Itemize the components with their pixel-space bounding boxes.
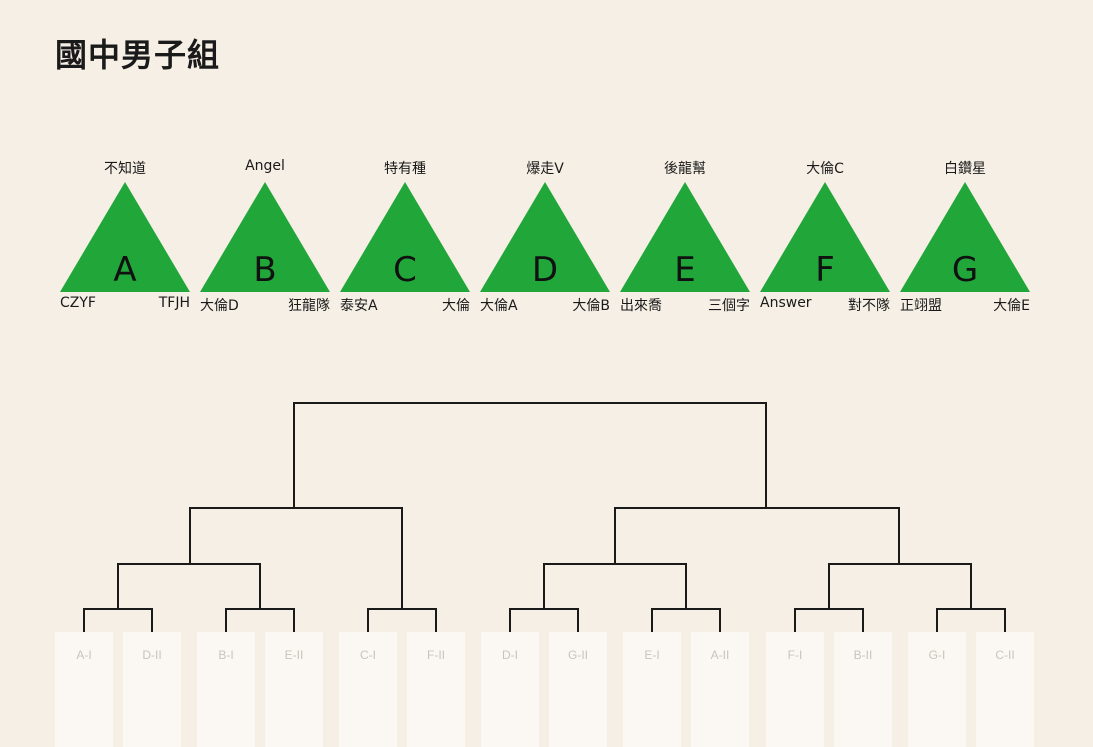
group-letter: E — [674, 250, 696, 290]
bracket-slot: A-I — [55, 632, 113, 747]
bracket-semi-left — [189, 507, 403, 608]
group-bottom-left-team: CZYF — [60, 295, 96, 311]
group-letter: G — [951, 250, 979, 290]
bracket-slot: C-II — [976, 632, 1034, 747]
bracket-slot: G-I — [908, 632, 966, 747]
group-c: 特有種 C 泰安A 大倫 — [340, 158, 480, 318]
group-letter: A — [113, 250, 137, 290]
bracket-quarter-3 — [828, 563, 972, 609]
group-triangle — [760, 182, 890, 292]
group-top-team: 後龍幫 — [664, 161, 706, 177]
group-bottom-right-team: 大倫B — [572, 298, 610, 314]
group-bottom-left-team: 正翊盟 — [900, 298, 942, 314]
bracket-match-1 — [83, 608, 153, 632]
bracket-slot: F-II — [407, 632, 465, 747]
bracket-slot: G-II — [549, 632, 607, 747]
group-top-team: 不知道 — [104, 161, 146, 177]
group-triangle — [620, 182, 750, 292]
group-bottom-right-team: 對不隊 — [848, 298, 890, 314]
bracket-slot: B-II — [834, 632, 892, 747]
bracket-final — [293, 402, 767, 508]
group-bottom-right-team: 三個字 — [708, 298, 750, 314]
group-triangle — [480, 182, 610, 292]
group-bottom-right-team: 大倫 — [442, 298, 470, 314]
group-letter: D — [531, 250, 559, 290]
group-triangle — [900, 182, 1030, 292]
group-bottom-left-team: 泰安A — [340, 298, 378, 314]
bracket-slot: B-I — [197, 632, 255, 747]
bracket-semi-right — [614, 507, 900, 564]
group-top-team: Angel — [245, 158, 285, 174]
group-top-team: 爆走V — [526, 161, 564, 177]
group-bottom-right-team: TFJH — [158, 295, 190, 311]
group-triangle — [200, 182, 330, 292]
bracket-slot: E-I — [623, 632, 681, 747]
group-e: 後龍幫 E 出來喬 三個字 — [620, 158, 760, 318]
bracket-match-7 — [936, 608, 1006, 632]
bracket-quarter-1 — [117, 563, 261, 609]
group-letter: C — [393, 250, 417, 290]
bracket-match-2 — [225, 608, 295, 632]
bracket-slot: C-I — [339, 632, 397, 747]
group-bottom-right-team: 狂龍隊 — [288, 298, 330, 314]
group-letter: F — [815, 250, 835, 290]
group-bottom-left-team: 出來喬 — [620, 298, 662, 314]
bracket-slot: F-I — [766, 632, 824, 747]
bracket-match-4 — [509, 608, 579, 632]
group-top-team: 白鑽星 — [944, 161, 986, 177]
bracket-match-6 — [794, 608, 864, 632]
bracket-slot: D-I — [481, 632, 539, 747]
bracket-quarter-2 — [543, 563, 687, 609]
group-letter: B — [253, 250, 277, 290]
bracket-match-3 — [367, 608, 437, 632]
bracket-slot: A-II — [691, 632, 749, 747]
page-title: 國中男子組 — [55, 36, 221, 74]
group-triangle — [60, 182, 190, 292]
group-d: 爆走V D 大倫A 大倫B — [480, 158, 620, 318]
group-bottom-left-team: 大倫A — [480, 298, 518, 314]
group-g: 白鑽星 G 正翊盟 大倫E — [900, 158, 1040, 318]
group-a: 不知道 A CZYF TFJH — [60, 158, 200, 318]
bracket-slot: D-II — [123, 632, 181, 747]
group-bottom-left-team: 大倫D — [200, 298, 239, 314]
bracket-match-5 — [651, 608, 721, 632]
group-bottom-right-team: 大倫E — [993, 298, 1030, 314]
group-top-team: 大倫C — [806, 161, 844, 177]
group-bottom-left-team: Answer — [760, 295, 812, 311]
group-top-team: 特有種 — [384, 161, 426, 177]
bracket-slot: E-II — [265, 632, 323, 747]
group-triangle — [340, 182, 470, 292]
